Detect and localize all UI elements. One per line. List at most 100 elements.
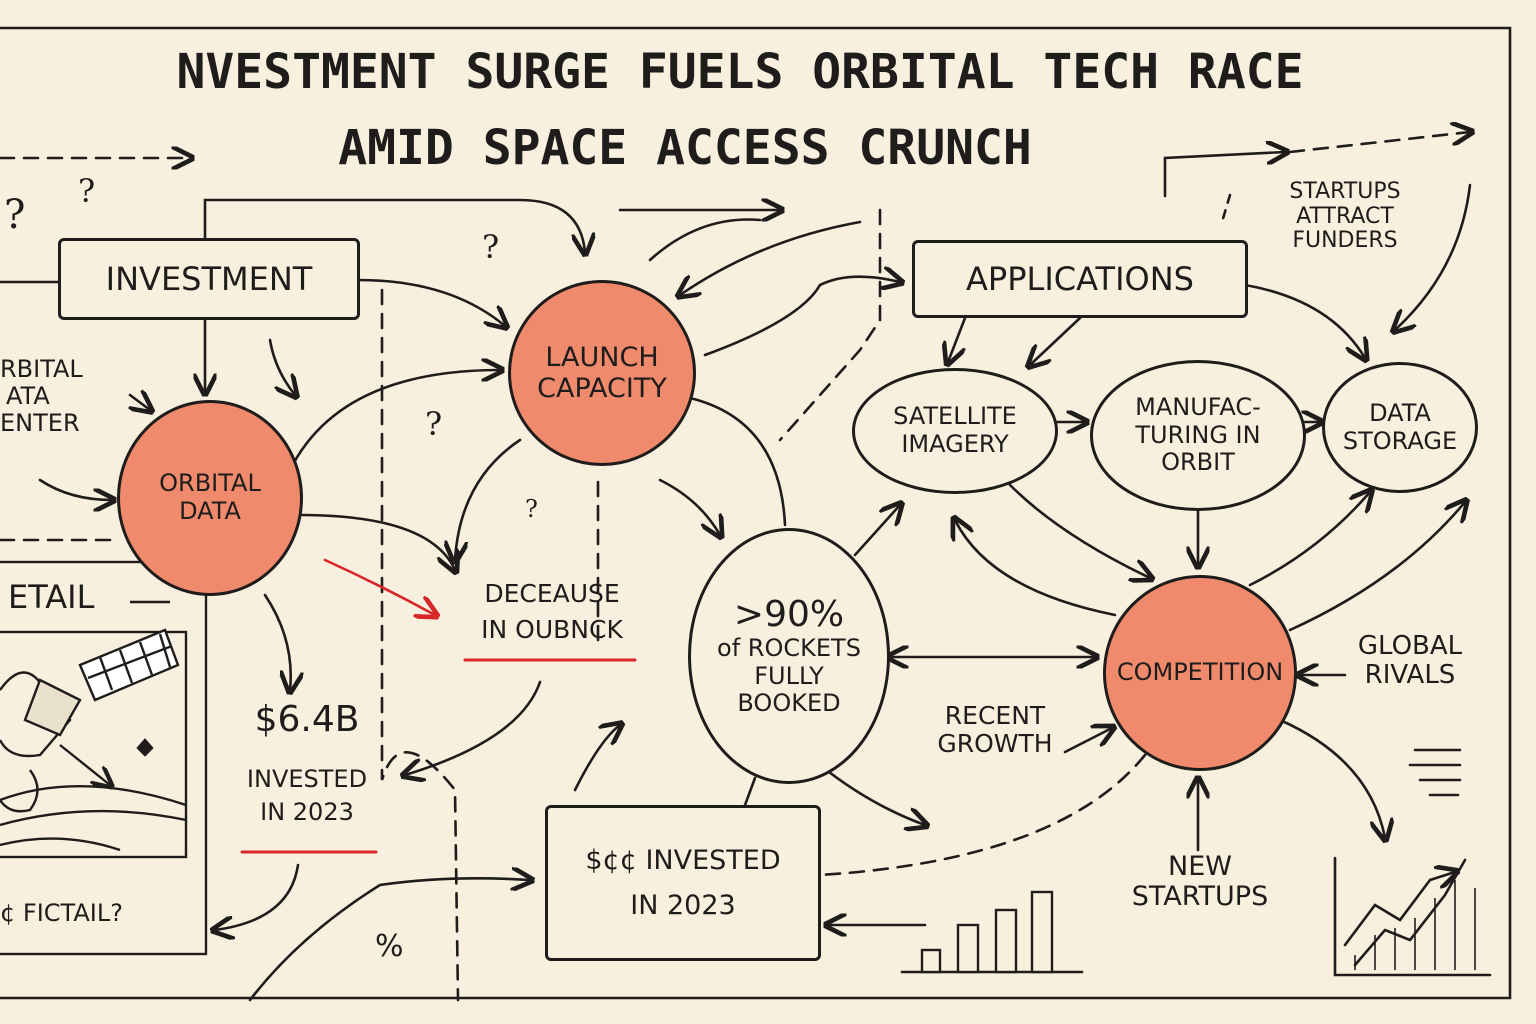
- headline-line-2: amid space access crunch: [338, 120, 1032, 176]
- recent-growth-line-1: RECENT: [944, 701, 1046, 730]
- decrease-line-1: DECEAUSE: [484, 579, 620, 608]
- orbital-data-line-2: DATA: [179, 497, 241, 525]
- rockets-booked-node: >90% of ROCKETS FULLY BOOKED: [688, 528, 890, 784]
- global-rivals-label: GLOBAL RIVALS: [1345, 631, 1475, 691]
- wire-rockets-down: [818, 763, 925, 825]
- wire-competition-satellite: [955, 520, 1117, 617]
- detail-heading: ETAIL: [8, 578, 95, 616]
- wire-label-orbital: [130, 395, 150, 410]
- trend-chart-axis: [1333, 856, 1492, 977]
- applications-box: APPLICATIONS: [912, 240, 1248, 318]
- wire-investment-launch: [356, 278, 505, 326]
- bar-1: [920, 948, 942, 974]
- wire-competition-right: [1288, 502, 1465, 632]
- wire-launch-applications: [703, 277, 900, 357]
- invested-2023-box: $¢¢ INVESTED IN 2023: [545, 805, 821, 961]
- satellite-sketch: [0, 628, 187, 852]
- wire-startups-storage: [1395, 183, 1472, 330]
- global-rivals-line-1: GLOBAL: [1357, 631, 1463, 661]
- frame-border: [0, 26, 1512, 1000]
- orbital-datacenter-line-3: ENTER: [0, 408, 80, 437]
- divider-dashed-mid: [778, 208, 882, 442]
- wire-small-arrow: [268, 338, 295, 395]
- trend-line: [1343, 872, 1455, 947]
- startups-attract-line-2: ATTRACT: [1296, 203, 1394, 229]
- wire-title-launch: [203, 198, 585, 272]
- satellite-imagery-line-1: SATELLITE: [893, 402, 1017, 431]
- wire-launch-rockets: [688, 396, 787, 527]
- wire-applications-storage: [1243, 283, 1365, 358]
- percent-mark: %: [375, 929, 404, 964]
- invested-box-line-2: IN 2023: [630, 890, 736, 921]
- launch-capacity-node: LAUNCH CAPACITY: [508, 280, 696, 466]
- startups-attract-funders-label: STARTUPS ATTRACT FUNDERS: [1265, 179, 1425, 254]
- startups-attract-line-3: FUNDERS: [1292, 228, 1398, 254]
- satellite-imagery-node: SATELLITE IMAGERY: [852, 368, 1058, 494]
- manufacturing-line-1: MANUFAC-: [1135, 393, 1261, 422]
- wire-enter-orbital: [38, 478, 112, 500]
- wire-orbital-launch: [288, 370, 500, 472]
- dashed-right-dot: [1220, 193, 1232, 224]
- question-mark-4: ?: [425, 405, 443, 443]
- investment-label: INVESTMENT: [105, 259, 313, 298]
- recent-growth-line-2: GROWTH: [937, 729, 1053, 758]
- fictail-label: ¢ FICTAIL?: [0, 899, 123, 927]
- manufacturing-line-2: TURING IN: [1135, 420, 1261, 449]
- wire-orbital-decrease: [298, 513, 455, 570]
- new-startups-label: NEW STARTUPS: [1110, 851, 1290, 913]
- red-arrow: [323, 558, 435, 615]
- trend-hatch: [1354, 880, 1476, 970]
- rockets-line-4: BOOKED: [737, 689, 841, 718]
- applications-label: APPLICATIONS: [966, 259, 1194, 298]
- new-startups-line-2: STARTUPS: [1131, 881, 1269, 913]
- manufacturing-in-orbit-node: MANUFAC- TURING IN ORBIT: [1090, 360, 1306, 511]
- wire-satellite-competition: [1008, 483, 1150, 578]
- bar-2: [956, 923, 980, 974]
- wire-applications-satellite: [948, 316, 967, 362]
- dashed-arrow-top-right: [1288, 132, 1470, 154]
- decrease-label: DECEAUSE IN OUBNCK: [462, 580, 642, 644]
- rockets-line-3: FULLY: [754, 661, 824, 690]
- divider-dashed-left: [380, 288, 460, 1002]
- bar-3: [994, 908, 1018, 974]
- decrease-line-2: IN OUBNCK: [481, 615, 623, 644]
- trend-line-2: [1353, 858, 1467, 967]
- new-startups-line-1: NEW: [1168, 851, 1232, 882]
- invested-line-1: INVESTED: [246, 765, 368, 793]
- wire-competition-down: [1278, 718, 1385, 838]
- wire-curve-box: [248, 878, 530, 1002]
- wire-title-applications: [1163, 152, 1285, 198]
- wire-applications-manufacturing: [1030, 316, 1082, 365]
- data-storage-line-1: DATA: [1369, 398, 1431, 427]
- question-mark-1: ?: [4, 192, 26, 238]
- question-mark-5: ?: [525, 495, 538, 523]
- rockets-percent: >90%: [733, 593, 845, 635]
- startups-attract-line-1: STARTUPS: [1289, 179, 1401, 204]
- competition-node: COMPETITION: [1103, 575, 1297, 771]
- launch-capacity-line-1: LAUNCH: [545, 341, 659, 373]
- recent-growth-label: RECENT GROWTH: [925, 702, 1065, 758]
- orbital-datacenter-label: RBITAL ATA ENTER: [0, 356, 83, 437]
- rockets-line-2: of ROCKETS: [717, 634, 861, 663]
- manufacturing-line-3: ORBIT: [1161, 448, 1235, 477]
- wire-rockets-satellite: [853, 505, 900, 557]
- wire-growth-bars: [1408, 748, 1462, 797]
- wire-competition-box: [818, 753, 1147, 877]
- invested-line-2: IN 2023: [260, 797, 354, 826]
- wire-rockets-box: [743, 776, 757, 807]
- wire-box-rockets: [573, 725, 620, 792]
- investment-box: INVESTMENT: [58, 238, 360, 320]
- invested-2023-label: INVESTED IN 2023: [232, 766, 382, 826]
- orbital-datacenter-line-1: RBITAL: [0, 355, 83, 383]
- wire-invested-fictail: [215, 863, 300, 930]
- question-mark-3: ?: [482, 228, 500, 266]
- wire-growth-competition: [1063, 728, 1112, 754]
- wire-decrease-invested: [405, 680, 542, 775]
- bar-4: [1030, 890, 1054, 974]
- invested-box-line-1: $¢¢ INVESTED: [585, 844, 781, 876]
- orbital-datacenter-line-2: ATA: [6, 381, 50, 410]
- wire-orbital-invested: [263, 593, 291, 690]
- global-rivals-line-2: RIVALS: [1364, 660, 1456, 691]
- competition-label: COMPETITION: [1116, 658, 1284, 687]
